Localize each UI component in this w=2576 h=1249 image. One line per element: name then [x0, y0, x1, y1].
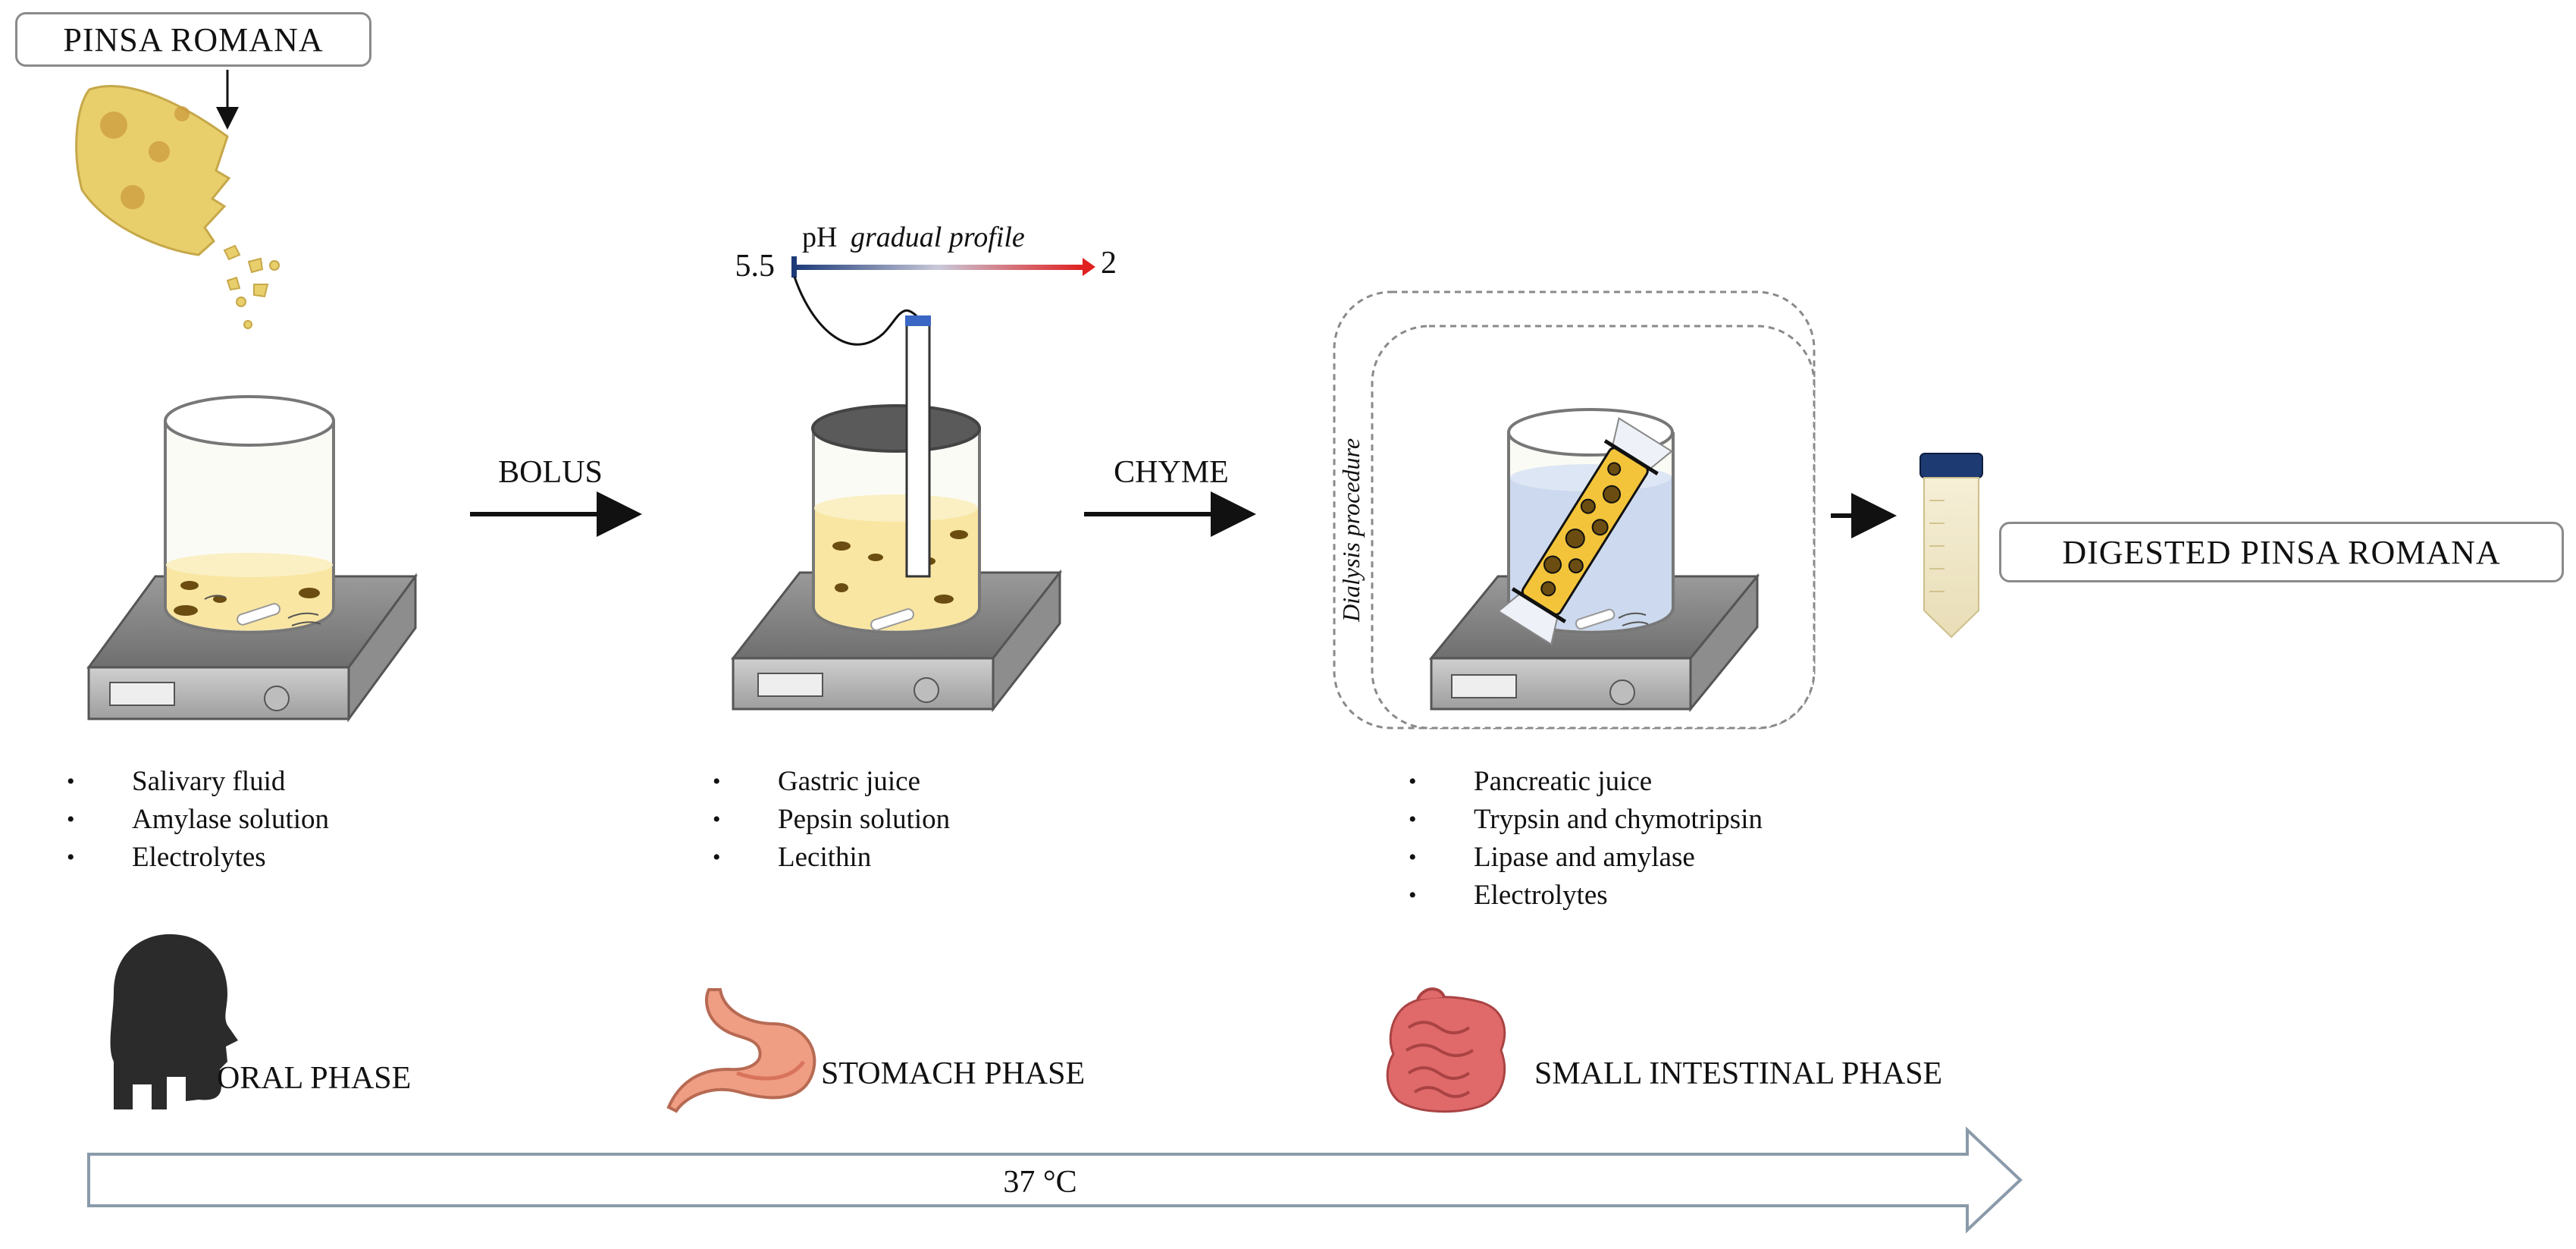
ph-gradient-bar: [791, 256, 1095, 278]
list-item: Salivary fluid: [67, 763, 329, 801]
list-item: Trypsin and chymotripsin: [1409, 801, 1763, 839]
dialysis-label: Dialysis procedure: [1337, 438, 1365, 623]
output-label-box: DIGESTED PINSA ROMANA: [1999, 522, 2564, 582]
ph-start-value: 5.5: [735, 249, 776, 284]
list-item: Electrolytes: [67, 839, 329, 877]
oral-beaker: [164, 395, 335, 634]
intestine-phase-label: SMALL INTESTINAL PHASE: [1534, 1056, 1943, 1091]
list-item: Gastric juice: [713, 763, 950, 801]
temperature-label: 37 °C: [1003, 1165, 1076, 1200]
list-item: Pancreatic juice: [1409, 763, 1763, 801]
human-head-icon: [110, 934, 238, 1109]
input-label: PINSA ROMANA: [63, 20, 324, 58]
output-label: DIGESTED PINSA ROMANA: [2062, 533, 2501, 571]
chyme-label: CHYME: [1114, 455, 1229, 490]
falcon-tube-icon: [1919, 453, 1983, 639]
list-item: Pepsin solution: [713, 801, 950, 839]
ph-prefix: pH: [802, 221, 837, 253]
oral-phase-label: ORAL PHASE: [217, 1061, 412, 1096]
small-intestine-icon: [1386, 987, 1506, 1113]
ph-probe-cable: [793, 276, 920, 346]
ph-profile-label: gradual profile: [851, 221, 1025, 253]
ph-end-value: 2: [1101, 246, 1117, 281]
stomach-phase-label: STOMACH PHASE: [821, 1056, 1086, 1091]
list-item: Lecithin: [713, 839, 950, 877]
stomach-ingredient-list: Gastric juice Pepsin solution Lecithin: [713, 763, 950, 877]
temperature-timeline-arrow: [87, 1126, 2023, 1234]
stomach-icon: [666, 988, 816, 1113]
intestine-ingredient-list: Pancreatic juice Trypsin and chymotripsi…: [1409, 763, 1763, 915]
oral-ingredient-list: Salivary fluid Amylase solution Electrol…: [67, 763, 329, 877]
list-item: Amylase solution: [67, 801, 329, 839]
input-label-box: PINSA ROMANA: [15, 12, 371, 67]
list-item: Lipase and amylase: [1409, 839, 1763, 877]
pinsa-piece-icon: [75, 85, 280, 329]
list-item: Electrolytes: [1409, 877, 1763, 915]
dialysis-bag-icon: [1496, 417, 1673, 646]
stomach-beaker: [811, 404, 981, 634]
ph-probe: [905, 315, 931, 578]
bolus-label: BOLUS: [498, 455, 603, 490]
